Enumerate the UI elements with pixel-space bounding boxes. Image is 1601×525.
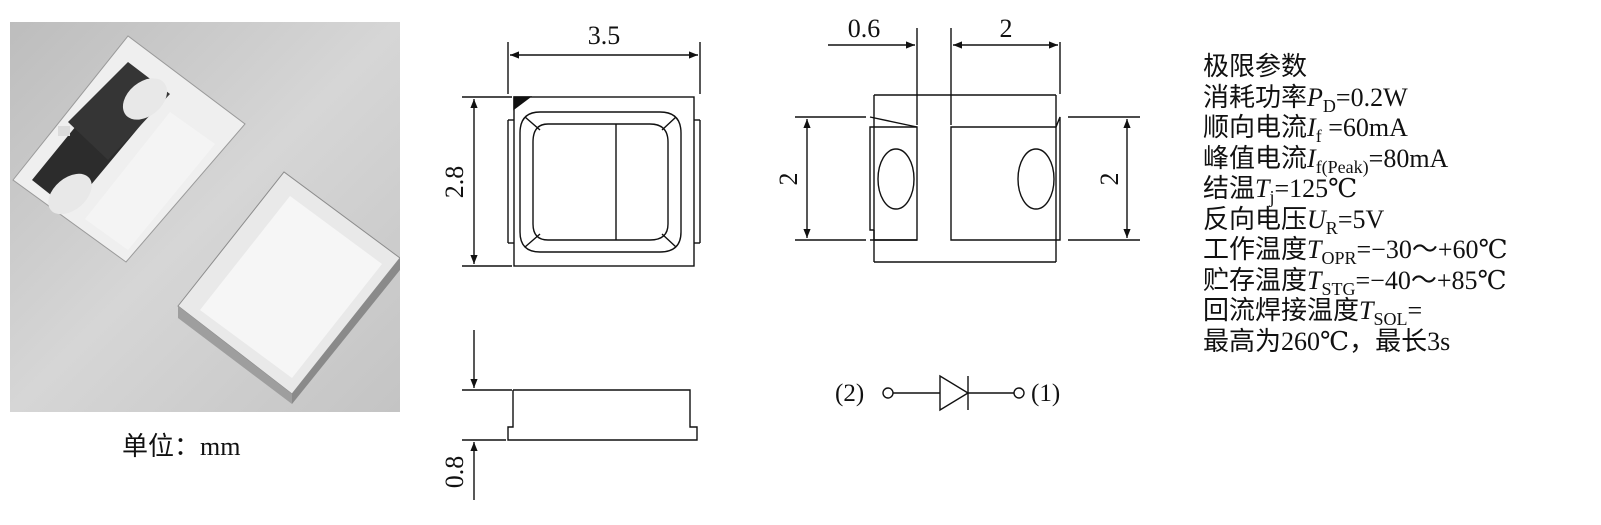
dim-bottom-pad: 0.6 <box>848 14 881 43</box>
pin-label-right: (1) <box>1031 380 1060 407</box>
specs-title: 极限参数 <box>1203 52 1308 81</box>
spec-operating-temp: 工作温度TOPR=−30～+60℃ <box>1203 235 1508 268</box>
top-view-outline <box>507 96 701 267</box>
dim-top-height: 2.8 <box>440 166 469 199</box>
dim-bottom-height-left: 2 <box>774 173 803 186</box>
unit-label: 单位：mm <box>122 432 241 461</box>
dim-top-width: 3.5 <box>588 21 621 50</box>
spec-reflow-max: 最高为260℃，最长3s <box>1203 326 1451 356</box>
dim-side-height: 0.8 <box>440 456 469 489</box>
dim-bottom-width: 2 <box>1000 14 1013 43</box>
specs-panel: 极限参数 消耗功率PD=0.2W 顺向电流If =60mA 峰值电流If(Pea… <box>1203 52 1508 357</box>
bottom-view-outline <box>869 94 1061 263</box>
spec-forward-current: 顺向电流If =60mA <box>1203 113 1408 146</box>
spec-storage-temp: 贮存温度TSTG=−40～+85℃ <box>1203 265 1507 299</box>
diode-symbol <box>882 374 1025 412</box>
spec-reflow-temp: 回流焊接温度TSOL= <box>1203 296 1423 329</box>
side-view-outline <box>507 389 698 441</box>
spec-peak-current: 峰值电流If(Peak)=80mA <box>1203 143 1449 177</box>
spec-reverse-voltage: 反向电压UR=5V <box>1203 204 1385 238</box>
spec-junction-temp: 结温Tj=125℃ <box>1203 174 1358 207</box>
spec-power: 消耗功率PD=0.2W <box>1203 82 1408 116</box>
led-package-photo <box>10 22 400 412</box>
pin-label-left: (2) <box>835 380 864 407</box>
dim-bottom-height-right: 2 <box>1095 173 1124 186</box>
